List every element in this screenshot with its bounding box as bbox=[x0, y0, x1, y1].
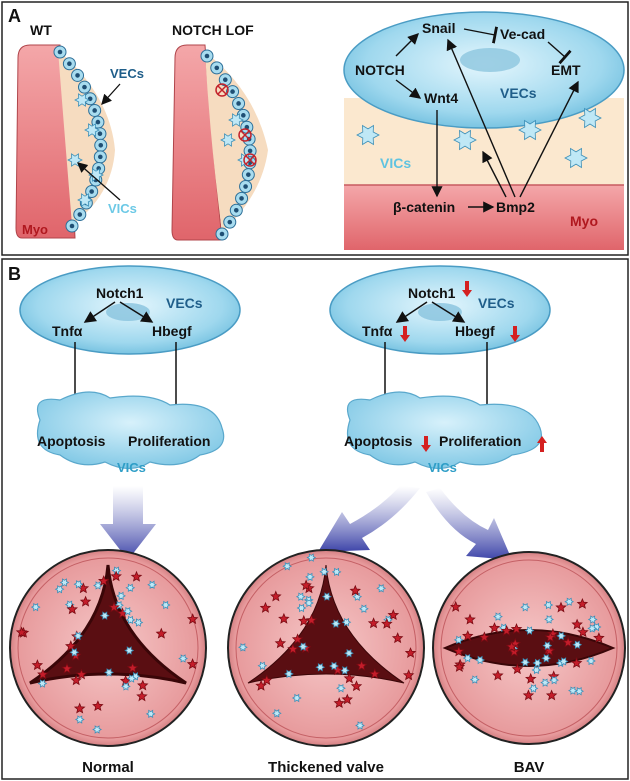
cell-nucleus bbox=[241, 113, 246, 118]
path-myo: Myo bbox=[570, 213, 598, 229]
cell-nucleus bbox=[75, 73, 80, 78]
right-vics: VICs bbox=[428, 460, 457, 475]
left-vecs: VECs bbox=[166, 295, 203, 311]
path-vecs: VECs bbox=[500, 85, 537, 101]
path-wnt4: Wnt4 bbox=[424, 90, 458, 106]
cell-nucleus bbox=[92, 108, 97, 113]
left-notch1: Notch1 bbox=[96, 285, 144, 301]
left-apoptosis: Apoptosis bbox=[37, 433, 106, 449]
right-tnfa: Tnfα bbox=[362, 323, 393, 339]
notch-lof-label: NOTCH LOF bbox=[172, 22, 254, 38]
path-vics: VICs bbox=[380, 155, 411, 171]
cell-nucleus bbox=[70, 224, 75, 229]
cell-nucleus bbox=[77, 212, 82, 217]
cell-nucleus bbox=[230, 89, 235, 94]
cell-nucleus bbox=[220, 232, 225, 237]
label-normal: Normal bbox=[82, 759, 134, 776]
path-bmp2: Bmp2 bbox=[496, 199, 535, 215]
valve-normal bbox=[10, 550, 206, 746]
vecs-label-a: VECs bbox=[110, 66, 144, 81]
cell-nucleus bbox=[236, 101, 241, 106]
left-tnfa: Tnfα bbox=[52, 323, 83, 339]
cell-nucleus bbox=[67, 61, 72, 66]
path-vecad: Ve-cad bbox=[500, 26, 545, 42]
cell-nucleus bbox=[246, 172, 251, 177]
right-apoptosis: Apoptosis bbox=[344, 433, 413, 449]
myo-label-a: Myo bbox=[22, 222, 48, 237]
cell-nucleus bbox=[227, 220, 232, 225]
valve-thickened bbox=[228, 550, 424, 746]
left-vics: VICs bbox=[117, 460, 146, 475]
cell-nucleus bbox=[89, 189, 94, 194]
cell-nucleus bbox=[223, 77, 228, 82]
cell-nucleus bbox=[98, 131, 103, 136]
right-vecs: VECs bbox=[478, 295, 515, 311]
label-thickened: Thickened valve bbox=[268, 759, 384, 776]
left-hbegf: Hbegf bbox=[152, 323, 192, 339]
cell-nucleus bbox=[98, 155, 103, 160]
cell-nucleus bbox=[205, 54, 210, 59]
panel-a-letter: A bbox=[8, 6, 21, 26]
wt-label: WT bbox=[30, 22, 52, 38]
cell-nucleus bbox=[98, 143, 103, 148]
cell-nucleus bbox=[96, 120, 101, 125]
path-notch: NOTCH bbox=[355, 62, 405, 78]
left-proliferation: Proliferation bbox=[128, 433, 210, 449]
right-notch1: Notch1 bbox=[408, 285, 456, 301]
cell-nucleus bbox=[239, 196, 244, 201]
valve-bav bbox=[433, 552, 625, 744]
cell-nucleus bbox=[82, 85, 87, 90]
cell-nucleus bbox=[243, 184, 248, 189]
right-hbegf: Hbegf bbox=[455, 323, 495, 339]
cell-nucleus bbox=[234, 208, 239, 213]
panel-b-letter: B bbox=[8, 264, 21, 284]
cell-nucleus bbox=[58, 50, 63, 55]
cell-nucleus bbox=[248, 149, 253, 154]
path-emt: EMT bbox=[551, 62, 581, 78]
path-snail: Snail bbox=[422, 20, 455, 36]
right-proliferation: Proliferation bbox=[439, 433, 521, 449]
cell-nucleus bbox=[214, 66, 219, 71]
label-bav: BAV bbox=[514, 759, 545, 776]
path-bcatenin: β-catenin bbox=[393, 199, 455, 215]
vics-label-a: VICs bbox=[108, 201, 137, 216]
